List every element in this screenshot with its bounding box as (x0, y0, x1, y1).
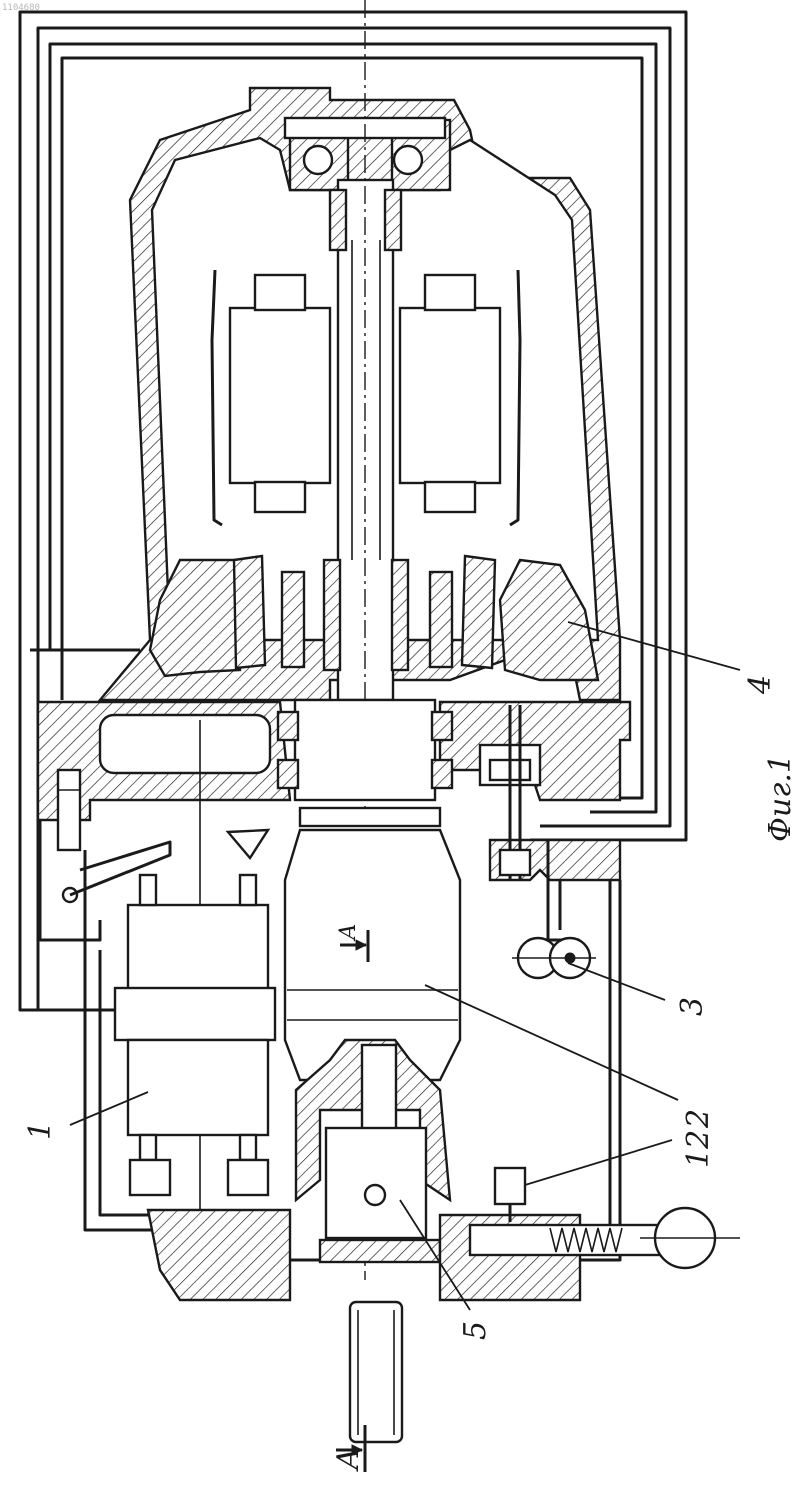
label-part-1: 1 (23, 1121, 58, 1140)
label-part-4: 4 (743, 675, 778, 695)
gear-pump-3 (512, 938, 596, 978)
label-section-a-upper: А (336, 923, 361, 942)
label-part-12: 12 (681, 1130, 716, 1168)
figure-caption: Фиг.1 (763, 754, 798, 842)
label-part-3: 3 (675, 997, 710, 1016)
label-part-5: 5 (458, 1321, 493, 1340)
label-section-a-lower: А (331, 1447, 366, 1472)
label-part-2: 2 (681, 1109, 716, 1129)
output-gear-pin (365, 1185, 385, 1205)
pump-cylinder (115, 720, 275, 1290)
sensor-box-12 (495, 1168, 525, 1204)
